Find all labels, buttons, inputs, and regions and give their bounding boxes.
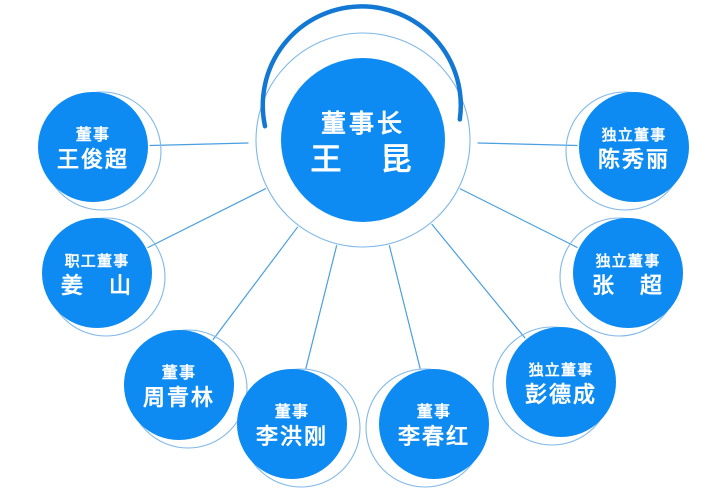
node-name-li-honggang: 李洪刚 [255,424,328,449]
node-name-chen-xiuli: 陈秀丽 [598,147,670,172]
node-name-li-chunhong: 李春红 [397,424,470,449]
node-circle-zhou-qinglin[interactable] [124,330,234,440]
connector-line-peng-decheng [431,223,526,339]
node-circle-chen-xiuli[interactable] [579,92,689,202]
connector-line-li-honggang [305,245,338,370]
node-title-li-honggang: 董事 [275,402,309,421]
node-circle-li-chunhong[interactable] [379,369,489,479]
connector-line-chen-xiuli [477,142,578,147]
center-name: 王 昆 [311,142,416,177]
node-circle-peng-decheng[interactable] [506,327,616,437]
node-name-zhang-chao: 张 超 [592,273,664,298]
node-circle-jiang-shan[interactable] [42,218,152,328]
connector-line-li-chunhong [388,245,421,370]
center-outer-ring [255,32,471,248]
node-name-zhou-qinglin: 周青林 [143,385,215,410]
node-title-wang-junchao: 董事 [76,125,110,144]
center-title: 董事长 [321,110,405,138]
connector-line-zhang-chao [459,188,578,248]
node-title-zhang-chao: 独立董事 [596,252,661,270]
node-title-li-chunhong: 董事 [417,402,451,421]
node-name-jiang-shan: 姜 山 [61,273,133,298]
center-accent-arc [260,4,464,129]
connector-line-wang-junchao [149,142,249,147]
node-circle-li-honggang[interactable] [237,369,347,479]
node-title-jiang-shan: 职工董事 [65,252,130,270]
connector-line-zhou-qinglin [212,226,299,340]
center-circle[interactable] [281,58,445,222]
node-circle-wang-junchao[interactable] [38,92,148,202]
node-title-peng-decheng: 独立董事 [529,361,594,379]
node-circle-zhang-chao[interactable] [573,218,683,328]
node-name-peng-decheng: 彭德成 [525,382,597,407]
node-name-wang-junchao: 王俊超 [57,147,129,172]
connector-line-jiang-shan [147,188,267,249]
node-title-zhou-qinglin: 董事 [162,363,196,382]
connector-lines-group [147,142,578,370]
node-title-chen-xiuli: 独立董事 [602,126,667,144]
